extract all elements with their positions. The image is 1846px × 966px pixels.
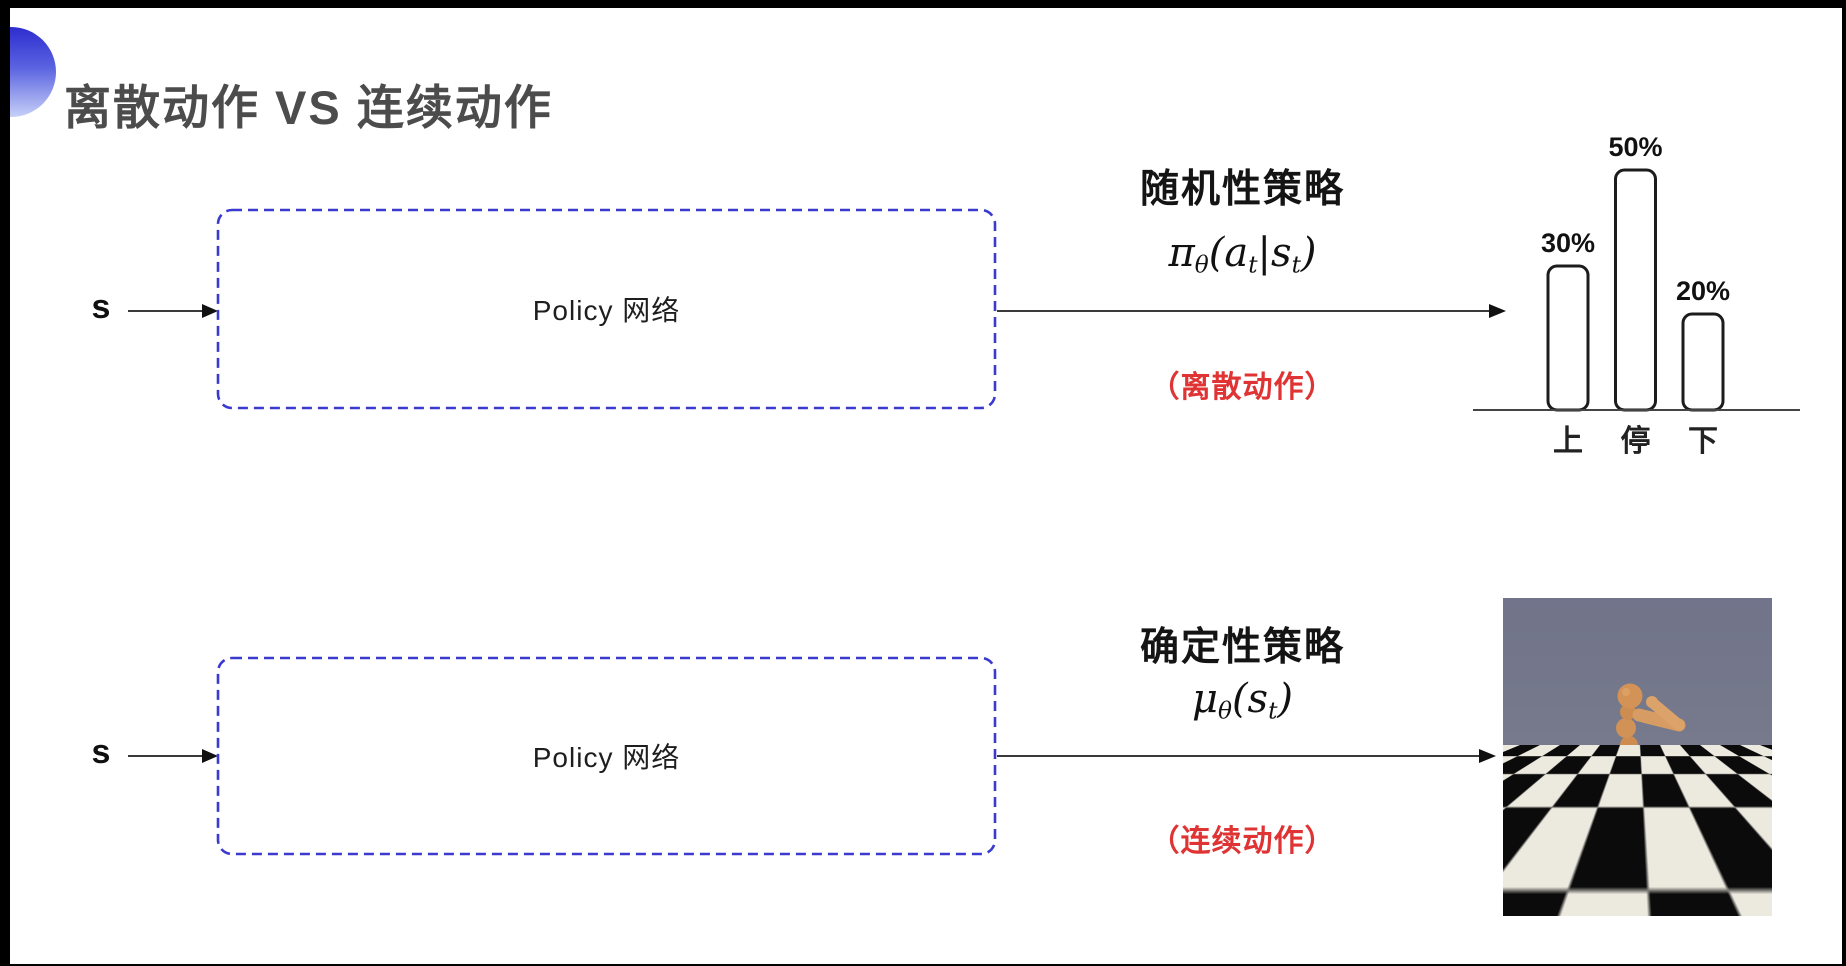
policy-network-label-top: Policy 网络 xyxy=(532,295,681,326)
bar-停 xyxy=(1614,168,1657,412)
bar-category-label: 下 xyxy=(1688,425,1718,458)
stochastic-policy-formula: πθ(at|st) xyxy=(1168,230,1317,279)
deterministic-policy-label: 确定性策略 xyxy=(1139,626,1345,669)
discrete-action-note: （离散动作） xyxy=(1149,371,1336,404)
humanoid-simulation-image xyxy=(1503,598,1772,916)
page-title: 离散动作 VS 连续动作 xyxy=(64,81,553,135)
action-probability-bar-chart: 30% 上 50% 停 20% 下 xyxy=(1473,132,1800,458)
bar-value-label: 50% xyxy=(1608,132,1662,162)
policy-network-label-bottom: Policy 网络 xyxy=(532,742,681,773)
state-input-label-bottom: s xyxy=(91,733,111,771)
policy-network-box-bottom: Policy 网络 xyxy=(216,656,997,856)
title-bullet-decoration xyxy=(10,25,62,121)
bar-value-label: 30% xyxy=(1541,228,1595,258)
deterministic-policy-formula: μθ(st) xyxy=(1191,676,1294,725)
state-input-label-top: s xyxy=(91,288,111,326)
policy-network-box-top: Policy 网络 xyxy=(216,208,997,410)
bar-category-label: 上 xyxy=(1553,425,1583,458)
gradient-circle-icon xyxy=(10,27,56,117)
bar-value-label: 20% xyxy=(1676,276,1730,306)
stochastic-policy-label: 随机性策略 xyxy=(1139,168,1345,211)
dashed-border xyxy=(216,656,997,856)
bar-下 xyxy=(1681,312,1725,412)
bar-上 xyxy=(1546,264,1590,412)
continuous-action-note: （连续动作） xyxy=(1149,825,1336,858)
bar-category-label: 停 xyxy=(1621,425,1651,458)
input-arrow-bottom xyxy=(128,749,218,763)
output-arrow-top xyxy=(997,304,1506,318)
input-arrow-top xyxy=(128,304,218,318)
output-arrow-bottom xyxy=(997,749,1496,763)
humanoid-robot-figure xyxy=(1578,683,1686,905)
dashed-border xyxy=(216,208,997,410)
